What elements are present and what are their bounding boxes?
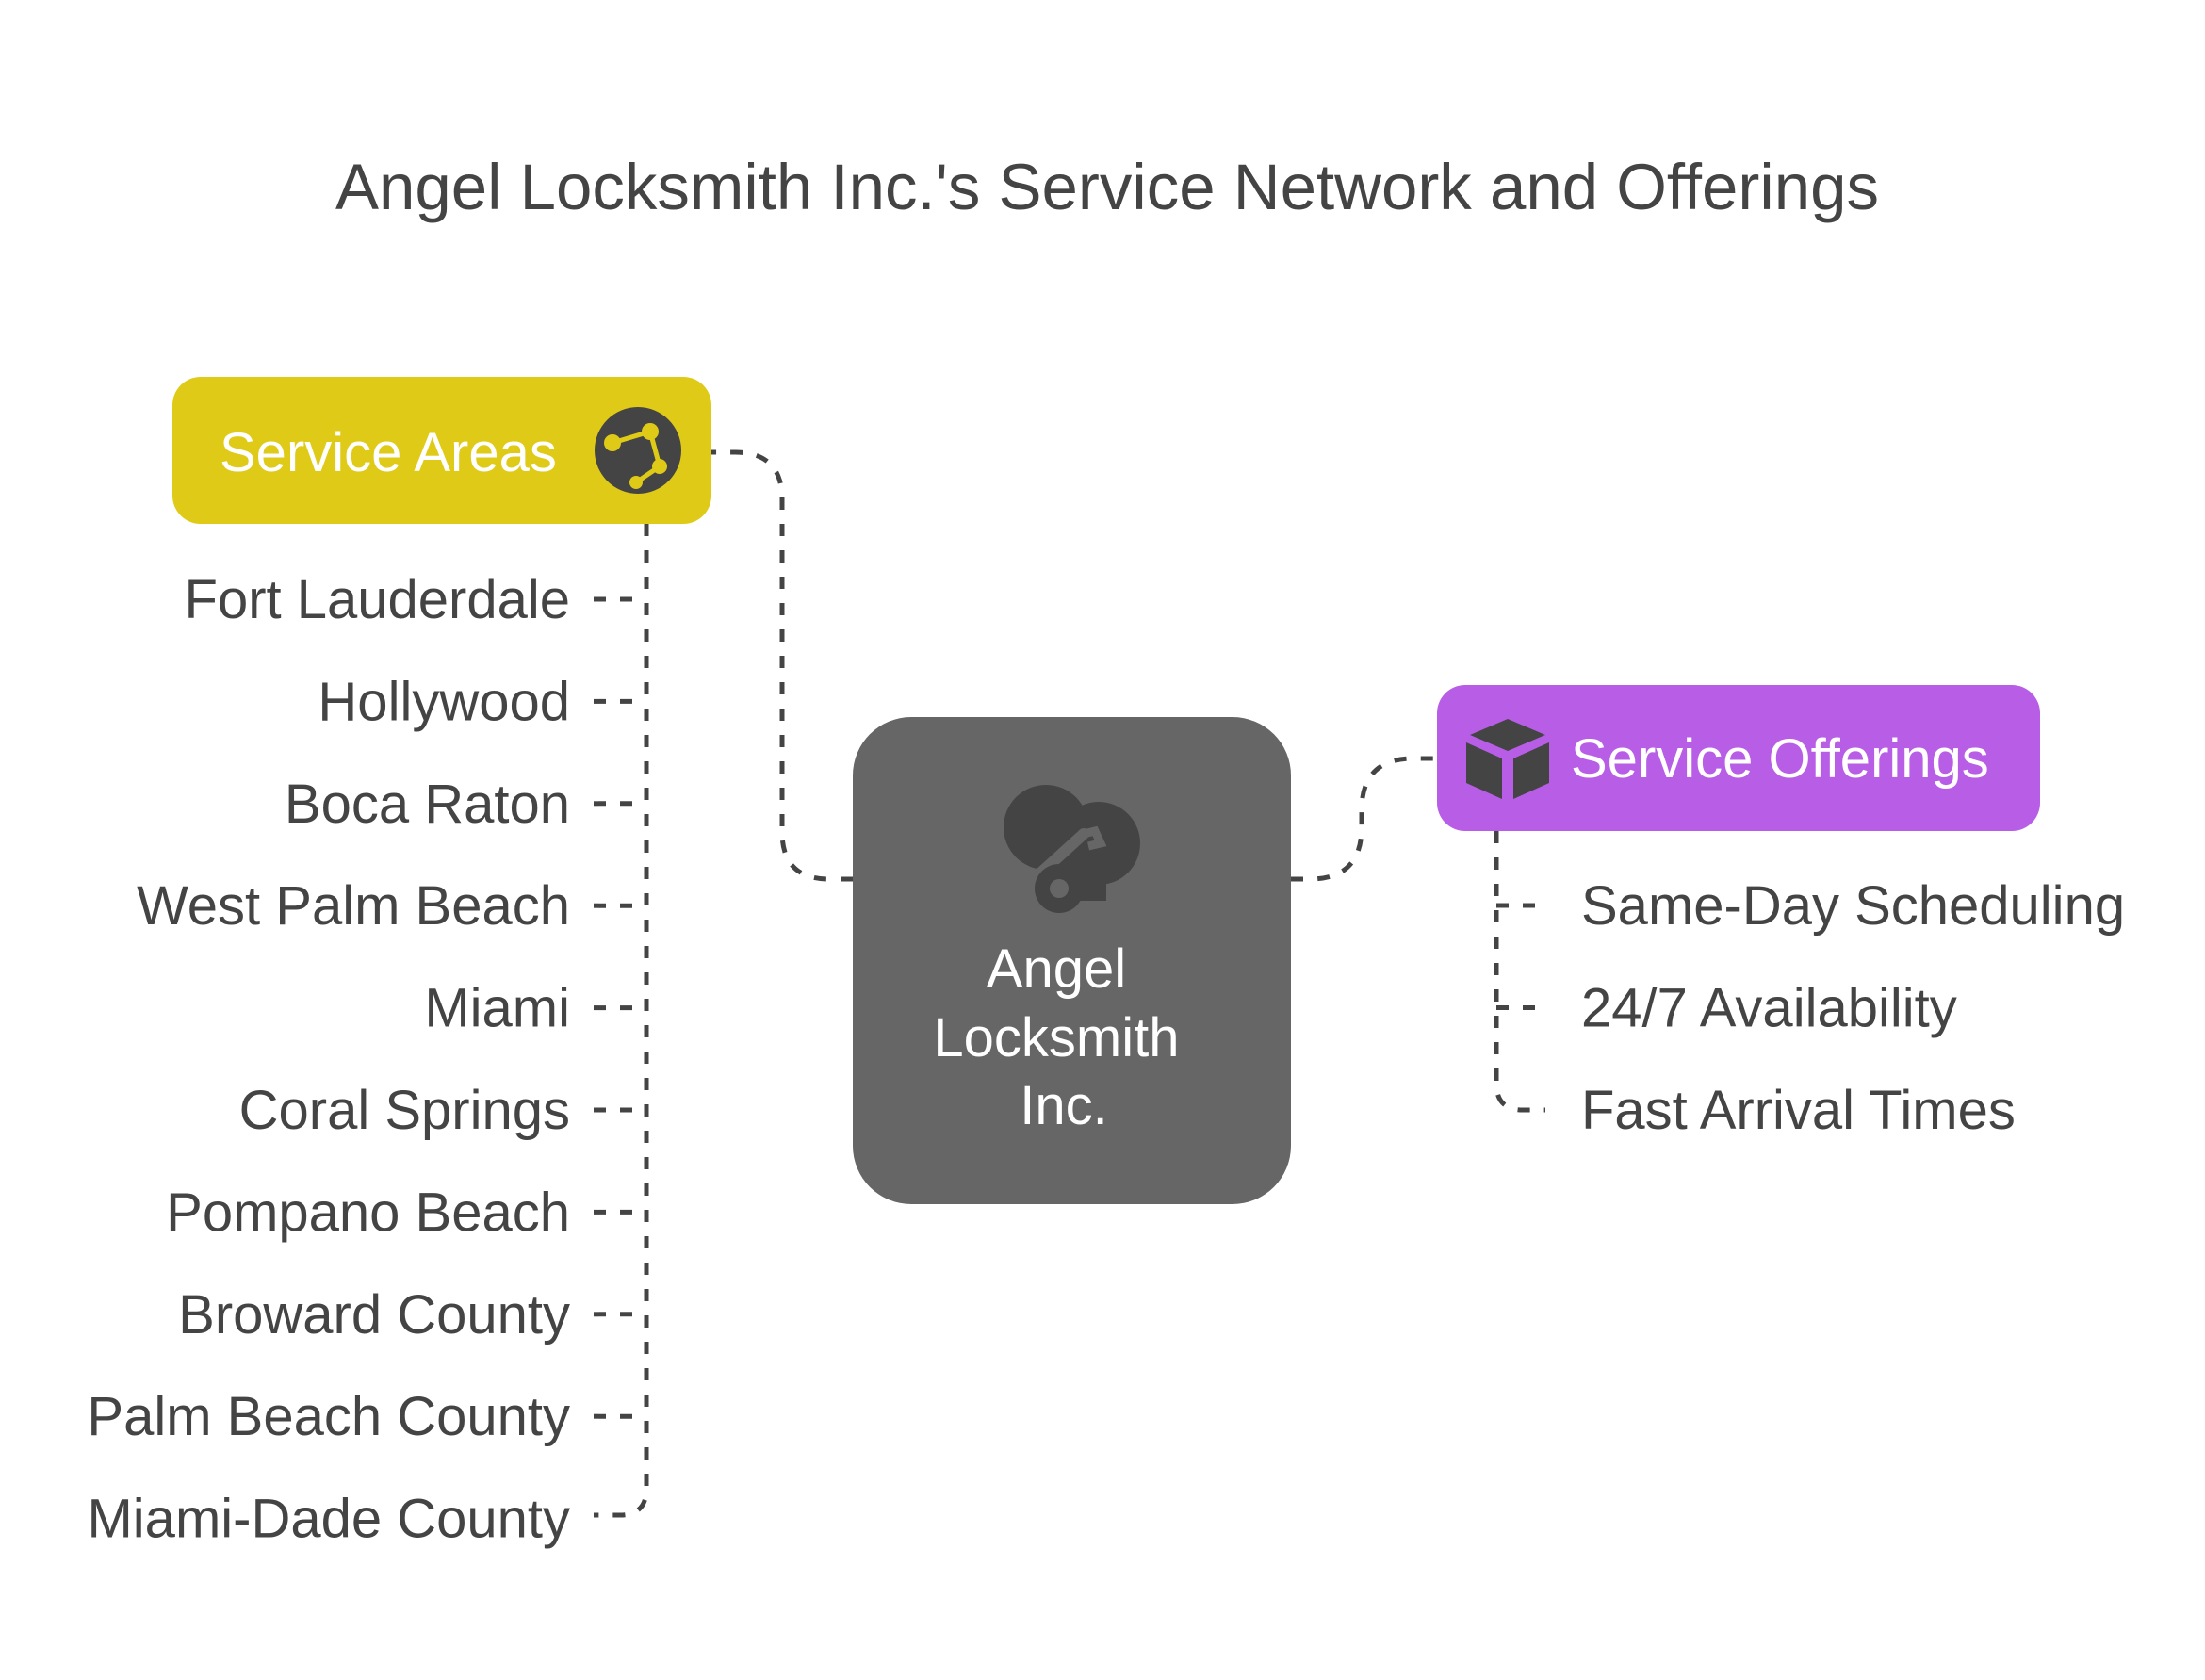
service-area-item-boca-raton: Boca Raton xyxy=(285,774,570,835)
center-label-line-2: Locksmith xyxy=(933,1007,1179,1068)
service-area-item-broward-county: Broward County xyxy=(178,1284,570,1346)
service-area-item-hollywood: Hollywood xyxy=(318,671,570,732)
center-node[interactable]: Angel Locksmith Inc. xyxy=(853,717,1291,1204)
service-offering-item-fast-arrival-times: Fast Arrival Times xyxy=(1581,1080,2016,1141)
service-area-item-palm-beach-county: Palm Beach County xyxy=(87,1386,570,1447)
center-label-line-3: Inc. xyxy=(1020,1075,1108,1136)
service-area-item-pompano-beach: Pompano Beach xyxy=(166,1182,570,1243)
center-label-line-1: Angel xyxy=(987,938,1126,1000)
service-area-item-west-palm-beach: West Palm Beach xyxy=(137,875,570,937)
network-globe-icon xyxy=(595,407,681,494)
center-node-box xyxy=(853,717,1291,1204)
service-offerings-list: Same-Day Scheduling 24/7 AvailabilityFast… xyxy=(1581,875,2125,1141)
service-offerings-trunk xyxy=(1494,831,1545,1113)
service-areas-node[interactable]: Service Areas xyxy=(172,377,711,524)
service-area-item-miami: Miami xyxy=(424,978,570,1039)
connector-center-to-service-offerings xyxy=(1291,756,1437,882)
service-areas-trunk xyxy=(594,524,649,1518)
service-area-item-miami-dade-county: Miami-Dade County xyxy=(87,1489,570,1550)
center-label: Angel Locksmith Inc. xyxy=(933,938,1194,1136)
connector-center-to-service-areas xyxy=(711,449,853,882)
box-icon xyxy=(1466,719,1549,799)
diagram-title: Angel Locksmith Inc.'s Service Network a… xyxy=(335,151,1879,223)
service-areas-label: Service Areas xyxy=(220,422,557,483)
key-icon xyxy=(1004,785,1140,913)
service-area-item-coral-springs: Coral Springs xyxy=(239,1080,570,1141)
service-offering-item-24-7-availability: 24/7 Availability xyxy=(1581,978,1957,1039)
service-areas-branches xyxy=(594,596,646,1419)
service-offerings-label: Service Offerings xyxy=(1571,728,1989,790)
service-offerings-branches xyxy=(1496,903,1545,1010)
service-offering-item-same-day-scheduling: Same-Day Scheduling xyxy=(1581,875,2125,937)
service-area-item-fort-lauderdale: Fort Lauderdale xyxy=(185,569,570,630)
service-offerings-node[interactable]: Service Offerings xyxy=(1437,685,2040,831)
service-offerings-box xyxy=(1437,685,2040,831)
service-areas-box xyxy=(172,377,711,524)
